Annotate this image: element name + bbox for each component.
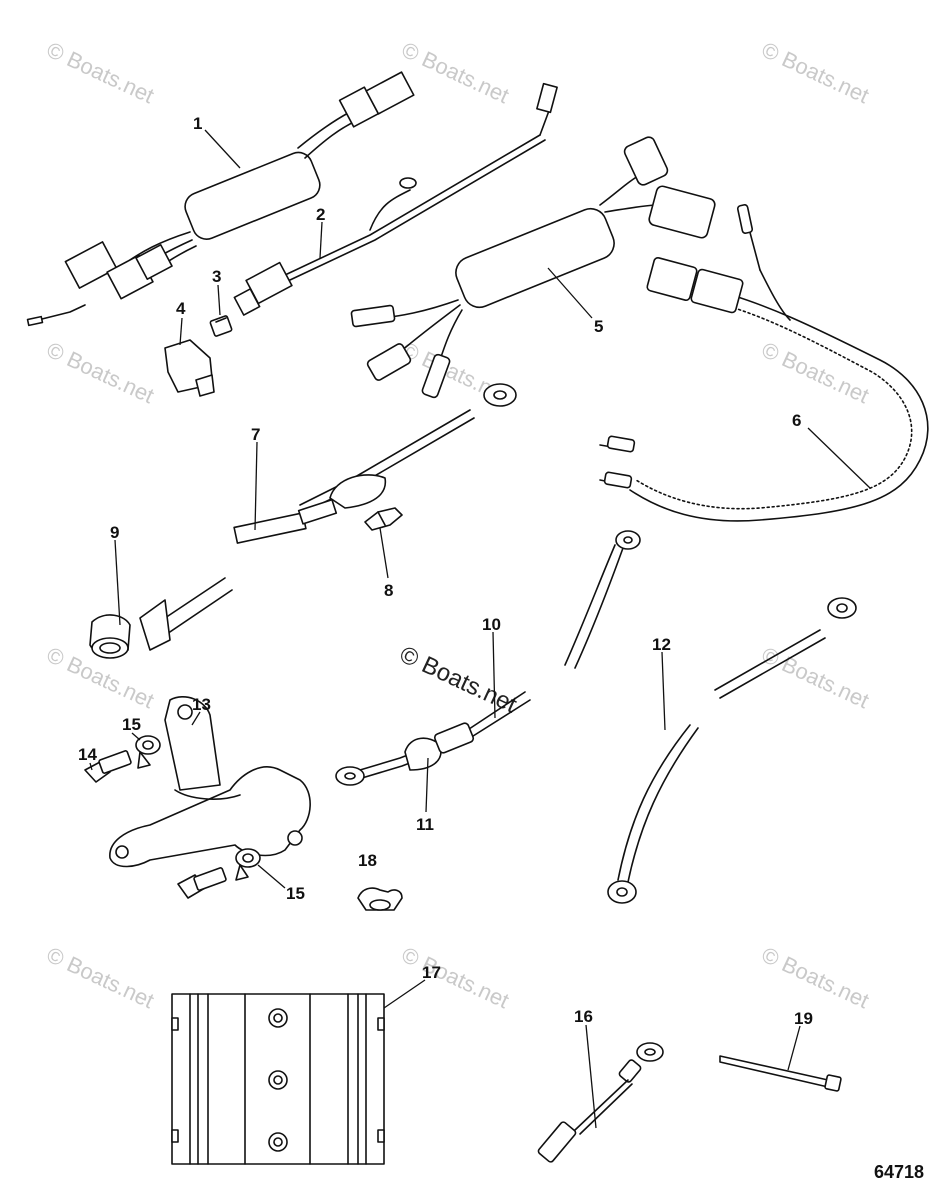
callout-15-upper: 15 (122, 715, 141, 734)
callout-5: 5 (594, 317, 603, 336)
callout-6: 6 (792, 411, 801, 430)
part-19-cable-tie (719, 1055, 842, 1092)
callout-8: 8 (384, 581, 393, 600)
part-6-conduit-harness (599, 204, 929, 522)
callout-10: 10 (482, 615, 501, 634)
part-4-fuse-cover (164, 339, 215, 397)
part-14-bolt-lower (177, 867, 227, 899)
part-16-sensor-lead (537, 1042, 664, 1163)
part-15-washer-lower (235, 848, 261, 881)
callout-4: 4 (176, 299, 186, 318)
callout-19: 19 (794, 1009, 813, 1028)
part-2-sensor-lead (233, 82, 558, 316)
watermark: © Boats.net (758, 37, 873, 108)
part-3-fuse (209, 315, 233, 337)
watermark: © Boats.net (43, 37, 158, 108)
watermark: © Boats.net (398, 942, 513, 1013)
watermark: © Boats.net (758, 942, 873, 1013)
watermark: © Boats.net (758, 642, 873, 713)
part-1-harness-module (26, 71, 415, 327)
part-17-plate (171, 993, 385, 1165)
callout-labels: 1 2 3 4 5 6 7 8 9 10 11 12 13 14 15 15 1… (78, 114, 813, 1028)
callout-16: 16 (574, 1007, 593, 1026)
watermark: © Boats.net (43, 337, 158, 408)
watermark: © Boats.net (43, 942, 158, 1013)
callout-2: 2 (316, 205, 325, 224)
watermark: © Boats.net (398, 37, 513, 108)
callout-17: 17 (422, 963, 441, 982)
part-18-wing-nut (357, 887, 403, 911)
callout-15-lower: 15 (286, 884, 305, 903)
callout-9: 9 (110, 523, 119, 542)
callout-13: 13 (192, 695, 211, 714)
callout-14: 14 (78, 745, 97, 764)
callout-3: 3 (212, 267, 221, 286)
callout-1: 1 (193, 114, 202, 133)
part-12-battery-cable (607, 597, 857, 904)
part-15-washer-upper (135, 735, 161, 769)
diagram-reference-number: 64718 (874, 1162, 924, 1182)
part-7-9-battery-cable (89, 383, 517, 659)
part-13-bracket (109, 696, 311, 868)
callout-11: 11 (416, 815, 434, 834)
callout-18: 18 (358, 851, 377, 870)
part-10-11-cable (335, 530, 641, 786)
callout-7: 7 (251, 425, 260, 444)
part-8-terminal-clip (364, 507, 403, 531)
leader-lines (89, 129, 871, 1129)
callout-12: 12 (652, 635, 671, 654)
part-5-harness-module (350, 136, 716, 399)
